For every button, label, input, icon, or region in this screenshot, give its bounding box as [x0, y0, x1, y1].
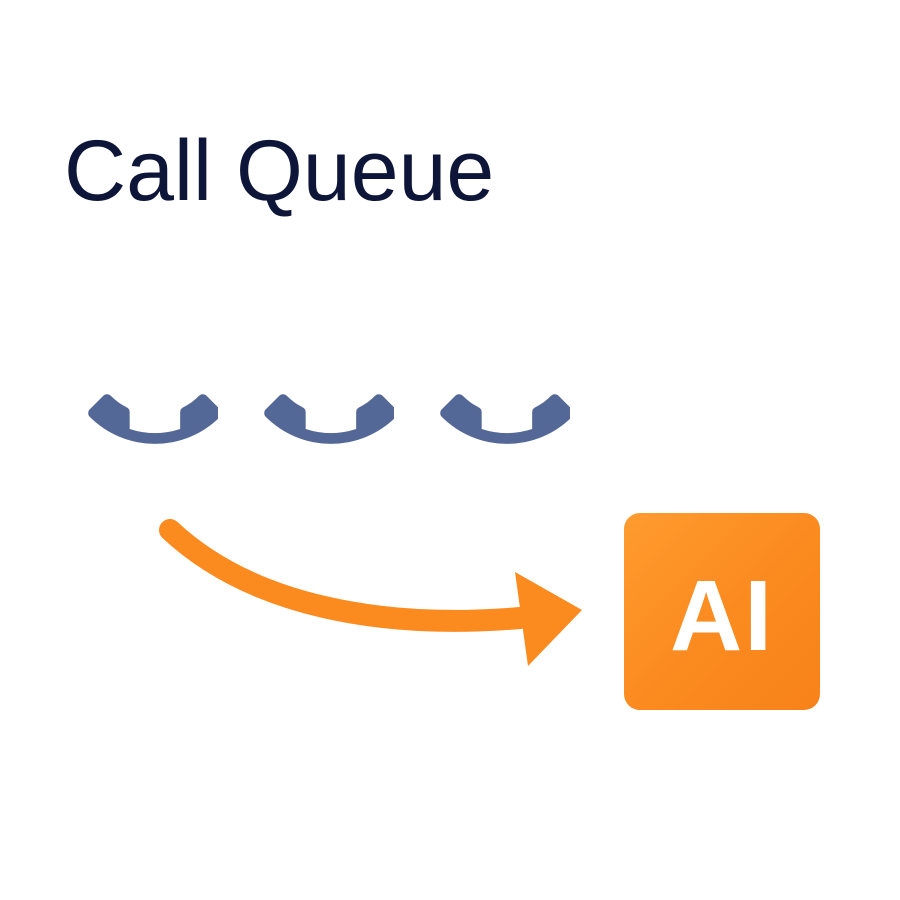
page-title: Call Queue	[64, 123, 495, 219]
ai-label: AI	[670, 559, 774, 672]
phone-icon	[88, 350, 218, 480]
phone-icon	[440, 350, 570, 480]
ai-destination-box: AI	[624, 513, 820, 710]
curved-arrow-right-icon	[150, 510, 600, 680]
phone-icon	[264, 350, 394, 480]
